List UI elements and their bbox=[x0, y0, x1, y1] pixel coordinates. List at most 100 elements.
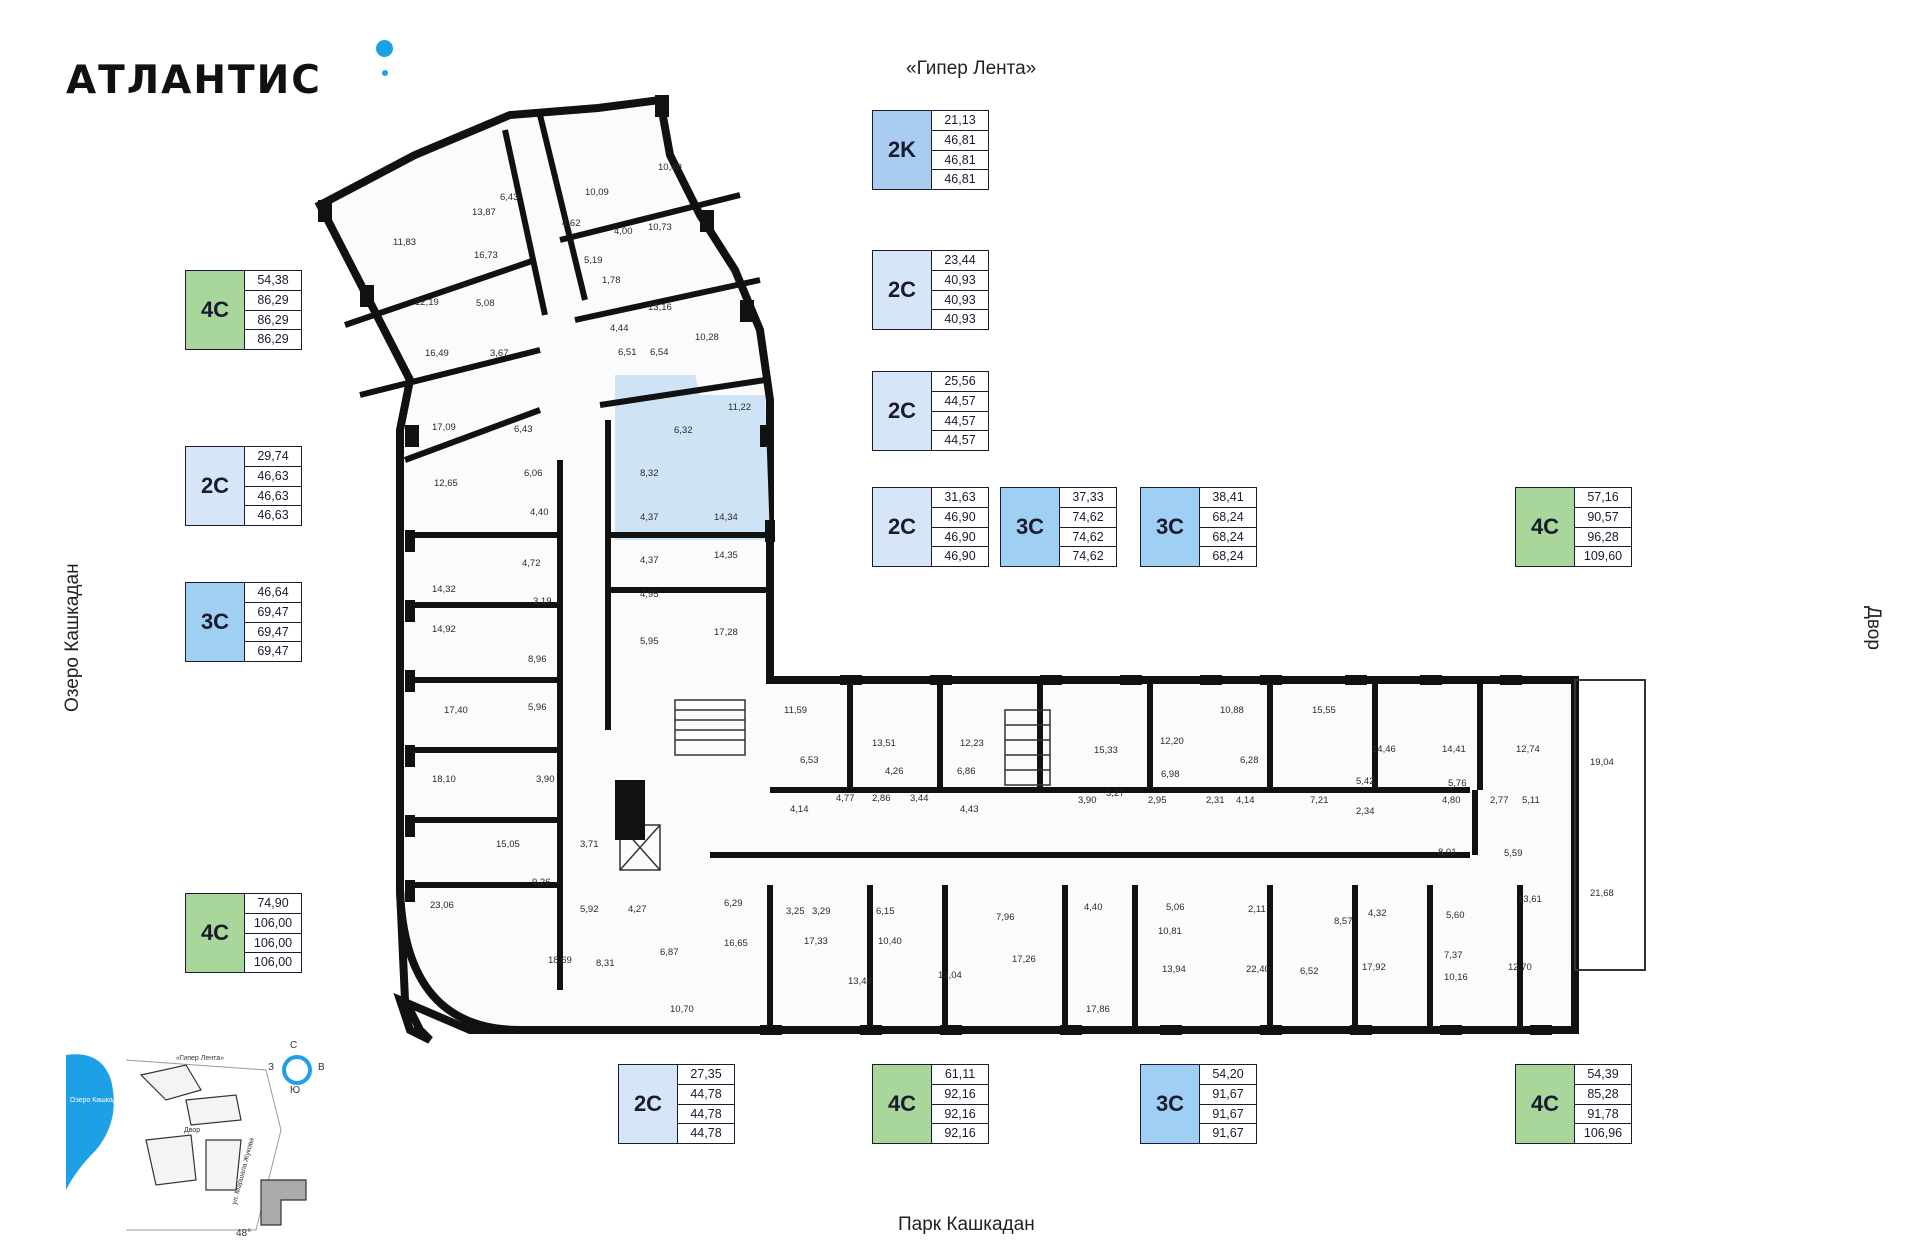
room-area: 6,15 bbox=[876, 906, 895, 917]
room-area: 6,43 bbox=[500, 192, 519, 203]
apartment-card[interactable]: 2С 29,74 46,63 46,63 46,63 bbox=[185, 446, 302, 526]
room-area: 4,37 bbox=[640, 555, 659, 566]
room-area: 14,92 bbox=[432, 624, 456, 635]
room-area: 7,21 bbox=[1310, 795, 1329, 806]
area-total-alt: 91,78 bbox=[1575, 1105, 1631, 1125]
room-area: 22,40 bbox=[1246, 964, 1270, 975]
room-area: 17,40 bbox=[444, 705, 468, 716]
apartment-card[interactable]: 4С 74,90 106,00 106,00 106,00 bbox=[185, 893, 302, 973]
room-area: 18,10 bbox=[432, 774, 456, 785]
area-total-alt: 91,67 bbox=[1200, 1105, 1256, 1125]
apartment-type: 2K bbox=[873, 111, 932, 189]
area-total: 85,28 bbox=[1575, 1085, 1631, 1105]
apartment-card[interactable]: 2С 27,35 44,78 44,78 44,78 bbox=[618, 1064, 735, 1144]
room-area: 4,44 bbox=[610, 323, 629, 334]
area-total: 44,78 bbox=[678, 1085, 734, 1105]
room-area: 13,87 bbox=[472, 207, 496, 218]
room-area: 4,72 bbox=[522, 558, 541, 569]
apartment-type: 4С bbox=[1516, 488, 1575, 566]
area-total: 69,47 bbox=[245, 603, 301, 623]
area-total: 40,93 bbox=[932, 271, 988, 291]
apartment-card[interactable]: 3С 37,33 74,62 74,62 74,62 bbox=[1000, 487, 1117, 567]
room-area: 12,23 bbox=[960, 738, 984, 749]
room-area: 4,37 bbox=[640, 512, 659, 523]
apartment-card[interactable]: 2С 25,56 44,57 44,57 44,57 bbox=[872, 371, 989, 451]
apartment-card[interactable]: 4С 61,11 92,16 92,16 92,16 bbox=[872, 1064, 989, 1144]
room-area: 4,77 bbox=[836, 793, 855, 804]
area-living: 25,56 bbox=[932, 372, 988, 392]
apartment-card[interactable]: 4С 57,16 90,57 96,28 109,60 bbox=[1515, 487, 1632, 567]
apartment-card[interactable]: 4С 54,39 85,28 91,78 106,96 bbox=[1515, 1064, 1632, 1144]
room-area: 6,54 bbox=[650, 347, 669, 358]
room-area: 13,94 bbox=[1162, 964, 1186, 975]
area-total-full: 86,29 bbox=[257, 332, 289, 347]
apartment-card[interactable]: 2С 23,44 40,93 40,93 40,93 bbox=[872, 250, 989, 330]
apartment-card[interactable]: 3С 46,64 69,47 69,47 69,47 bbox=[185, 582, 302, 662]
apartment-type: 2С bbox=[873, 488, 932, 566]
apartment-type: 2С bbox=[873, 251, 932, 329]
room-area: 17,33 bbox=[804, 936, 828, 947]
room-area: 12,65 bbox=[434, 478, 458, 489]
room-area: 11,59 bbox=[784, 705, 807, 716]
room-area: 1,78 bbox=[602, 275, 621, 286]
area-total-alt: 44,78 bbox=[678, 1105, 734, 1125]
compass-north: С bbox=[290, 1040, 298, 1051]
area-total-full: 106,96 bbox=[1583, 1126, 1623, 1141]
area-living: 54,20 bbox=[1200, 1065, 1256, 1085]
room-area: 13,51 bbox=[872, 738, 896, 749]
room-area: 5,59 bbox=[1504, 848, 1523, 859]
area-total-full: 74,62 bbox=[1072, 549, 1104, 564]
brand-logo: АТЛАНТИС bbox=[66, 58, 322, 103]
room-area: 16,73 bbox=[474, 250, 498, 261]
room-area: 21,68 bbox=[1590, 888, 1614, 899]
room-area: 17,26 bbox=[1012, 954, 1036, 965]
apartment-card[interactable]: 3С 38,41 68,24 68,24 68,24 bbox=[1140, 487, 1257, 567]
room-area: 2,34 bbox=[1356, 806, 1375, 817]
room-area: 10,81 bbox=[1158, 926, 1182, 937]
room-area: 7,96 bbox=[996, 912, 1015, 923]
room-area: 17,92 bbox=[1362, 962, 1386, 973]
apartment-card[interactable]: 3С 54,20 91,67 91,67 91,67 bbox=[1140, 1064, 1257, 1144]
room-area: 4,32 bbox=[1368, 908, 1387, 919]
room-area: 17,28 bbox=[714, 627, 738, 638]
apartment-card[interactable]: 4С 54,38 86,29 86,29 86,29 bbox=[185, 270, 302, 350]
area-living: 31,63 bbox=[932, 488, 988, 508]
room-area: 13,48 bbox=[848, 976, 872, 987]
apartment-type: 4С bbox=[186, 271, 245, 349]
area-total-full: 44,78 bbox=[690, 1126, 722, 1141]
room-area: 4,26 bbox=[885, 766, 904, 777]
lake-shape bbox=[66, 1054, 114, 1190]
room-area: 3,19 bbox=[533, 596, 552, 607]
room-area: 4,14 bbox=[790, 804, 809, 815]
room-area: 6,52 bbox=[1300, 966, 1319, 977]
room-area: 15,05 bbox=[496, 839, 520, 850]
room-area-labels: 10,09 10,40 6,43 13,87 11,83 4,62 4,00 1… bbox=[393, 162, 1614, 1015]
apartment-card[interactable]: 2K 21,13 46,81 46,81 46,81 bbox=[872, 110, 989, 190]
area-living: 46,64 bbox=[245, 583, 301, 603]
room-area: 6,87 bbox=[660, 947, 679, 958]
room-area: 5,76 bbox=[1448, 778, 1467, 789]
area-total: 106,00 bbox=[245, 914, 301, 934]
room-area: 5,19 bbox=[584, 255, 603, 266]
compass-east: В bbox=[318, 1062, 325, 1073]
room-area: 19,04 bbox=[1590, 757, 1614, 768]
room-area: 6,53 bbox=[800, 755, 819, 766]
apartment-card[interactable]: 2С 31,63 46,90 46,90 46,90 bbox=[872, 487, 989, 567]
room-area: 8,57 bbox=[1334, 916, 1353, 927]
room-area: 2,11 bbox=[1248, 904, 1266, 915]
area-total-full: 46,90 bbox=[944, 549, 976, 564]
room-area: 17,86 bbox=[1086, 1004, 1110, 1015]
area-living: 38,41 bbox=[1200, 488, 1256, 508]
area-living: 54,38 bbox=[245, 271, 301, 291]
room-area: 10,70 bbox=[670, 1004, 694, 1015]
area-total: 46,90 bbox=[932, 508, 988, 528]
area-total: 46,81 bbox=[932, 131, 988, 151]
apartment-type: 2С bbox=[186, 447, 245, 525]
room-area: 6,32 bbox=[674, 425, 693, 436]
room-area: 14,32 bbox=[432, 584, 456, 595]
area-total-alt: 86,29 bbox=[245, 311, 301, 331]
room-area: 3,67 bbox=[490, 348, 509, 359]
apartment-type: 3С bbox=[186, 583, 245, 661]
area-total: 86,29 bbox=[245, 291, 301, 311]
